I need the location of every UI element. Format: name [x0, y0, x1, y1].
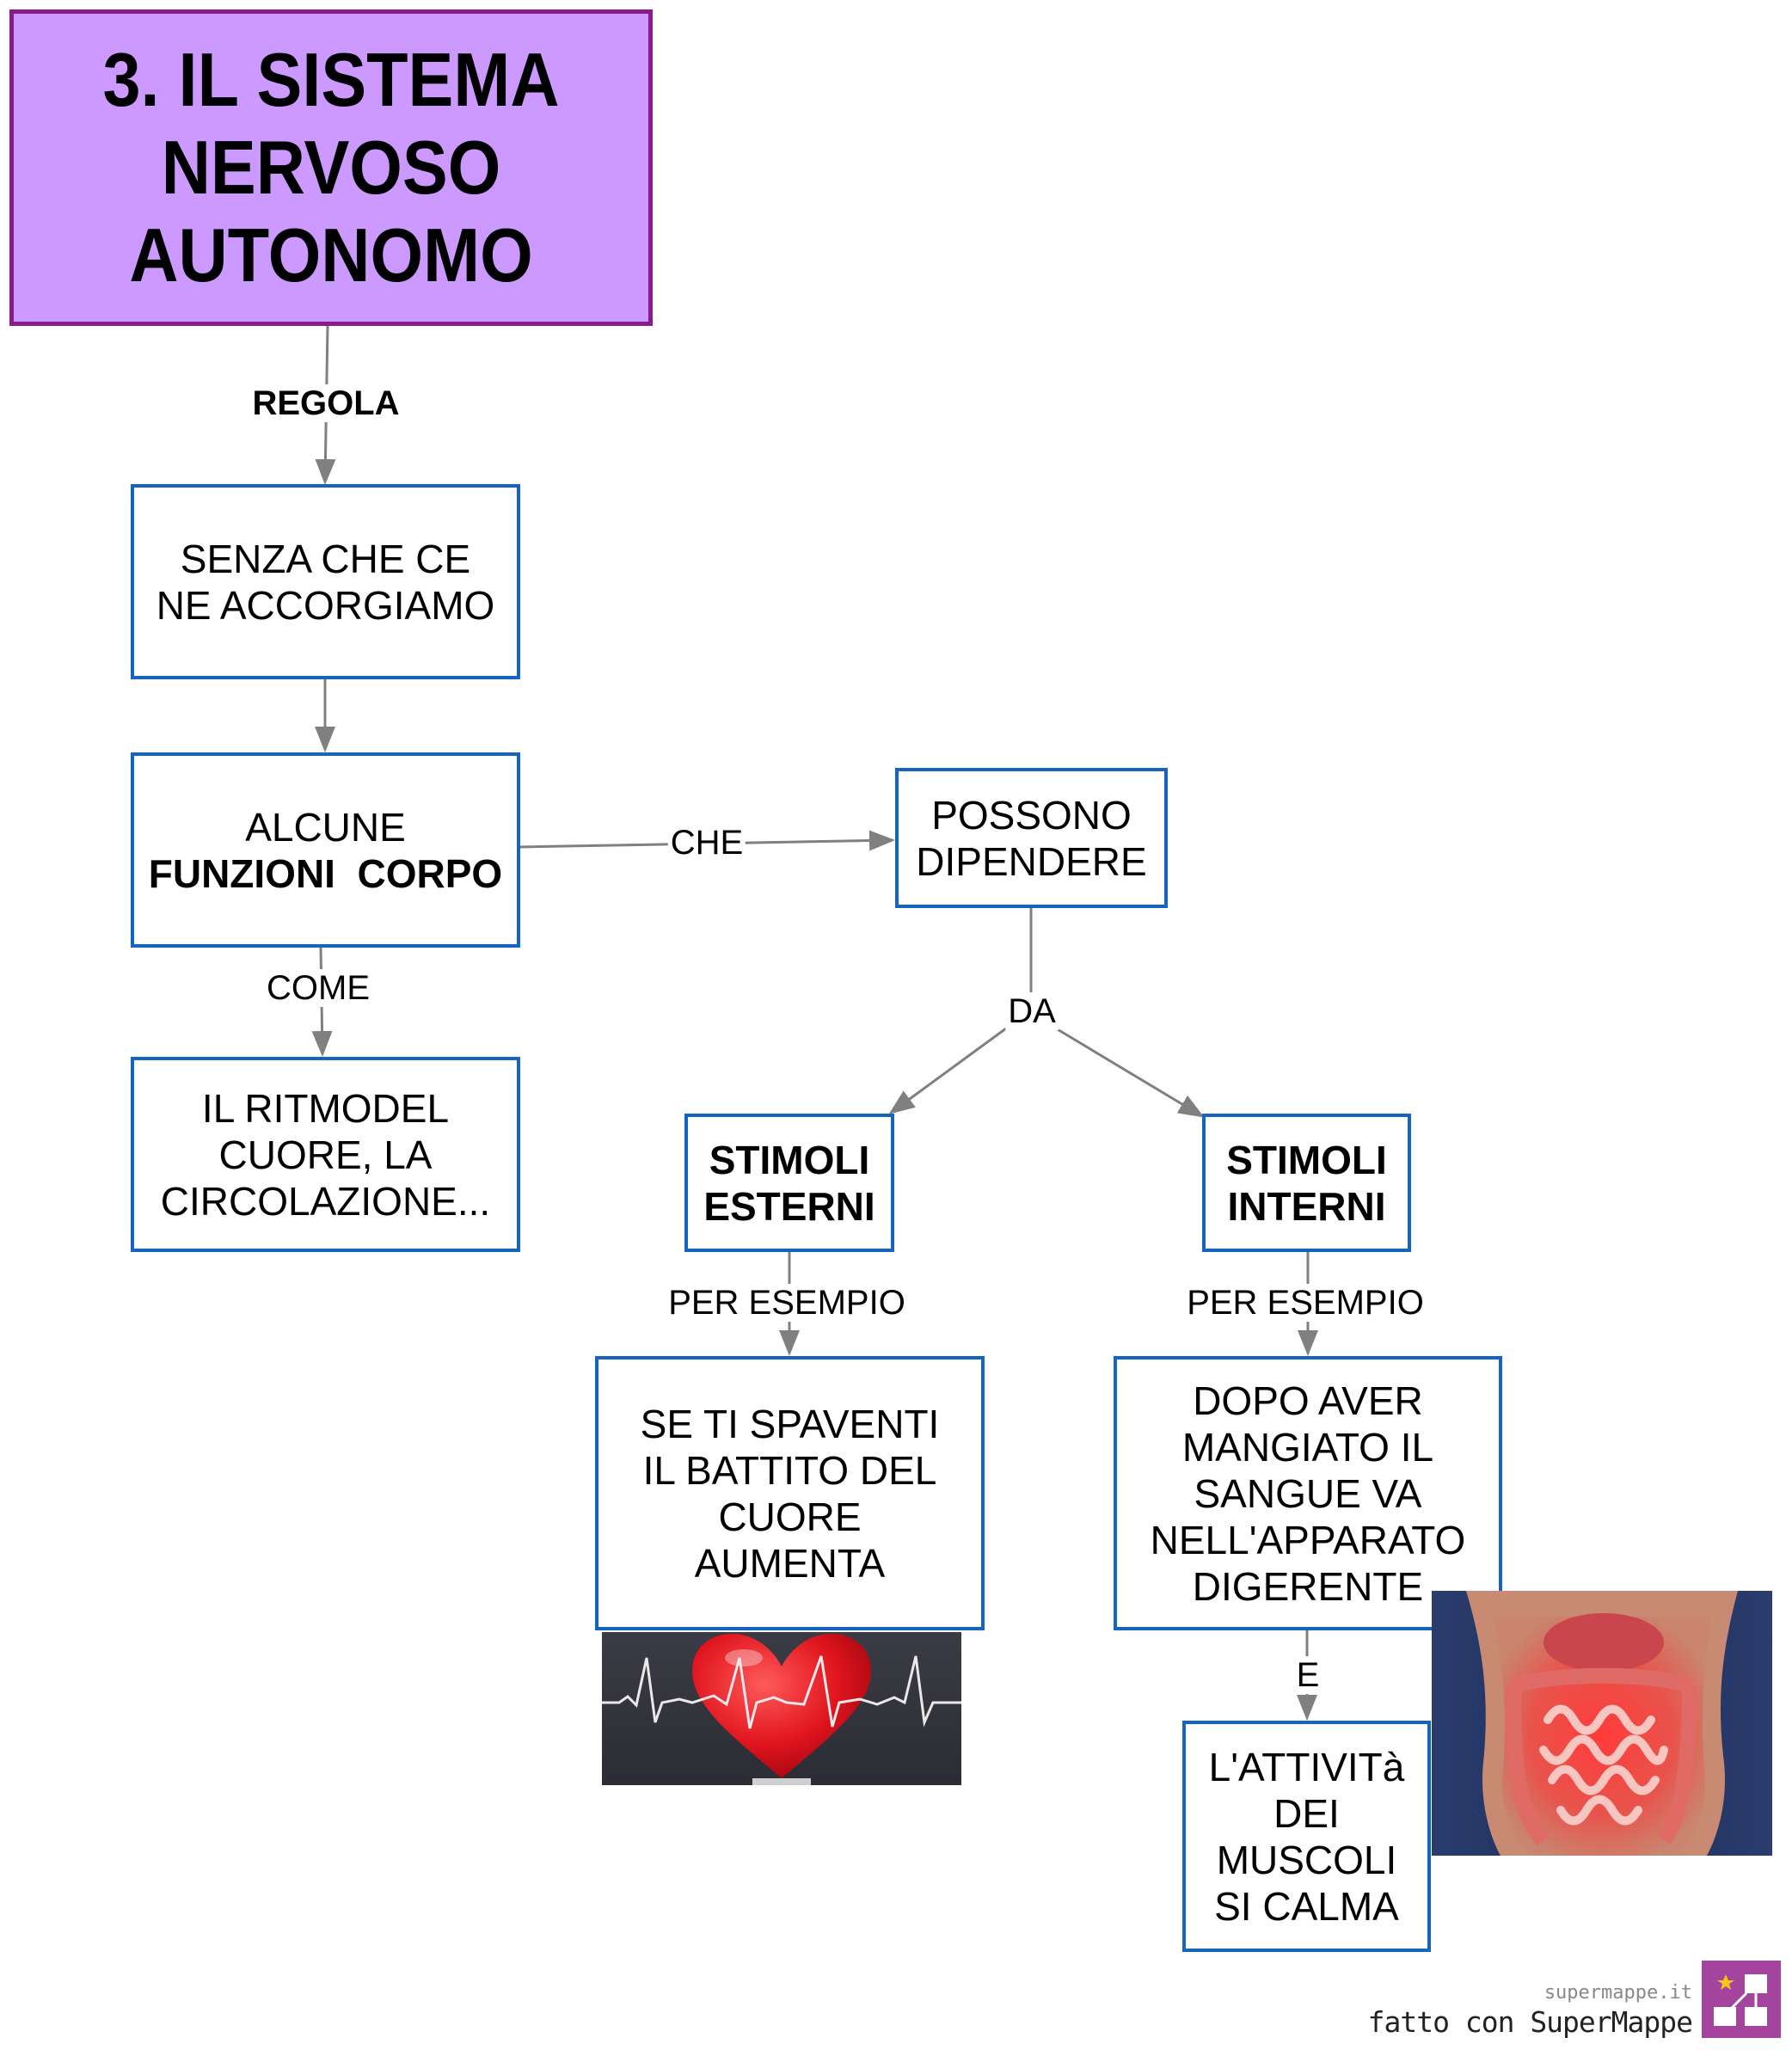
- connector-da-interni: [1055, 1027, 1205, 1118]
- link-label-da: DA: [1005, 992, 1059, 1030]
- node-text: DOPO AVER MANGIATO IL SANGUE VA NELL'APP…: [1150, 1378, 1466, 1609]
- node-text: STIMOLI ESTERNI: [703, 1137, 875, 1229]
- node-attivita-muscoli[interactable]: L'ATTIVITà DEI MUSCOLI SI CALMA: [1182, 1721, 1431, 1952]
- node-senza-che-ce-ne-accorgiamo[interactable]: SENZA CHE CE NE ACCORGIAMO: [131, 484, 520, 679]
- node-se-ti-spaventi[interactable]: SE TI SPAVENTI IL BATTITO DEL CUORE AUME…: [595, 1356, 985, 1630]
- supermappe-logo-icon[interactable]: [1702, 1961, 1781, 2038]
- intestine-icon: [1432, 1591, 1772, 1856]
- node-il-ritmo-del-cuore[interactable]: IL RITMODEL CUORE, LA CIRCOLAZIONE...: [131, 1057, 520, 1252]
- node-text: SE TI SPAVENTI IL BATTITO DEL CUORE AUME…: [640, 1401, 940, 1586]
- node-text: STIMOLI INTERNI: [1226, 1137, 1387, 1229]
- node-text: L'ATTIVITà DEI MUSCOLI SI CALMA: [1208, 1744, 1405, 1929]
- link-label-e: E: [1293, 1656, 1323, 1694]
- link-label-che: CHE: [667, 824, 746, 862]
- link-label-regola: REGOLA: [249, 384, 402, 422]
- node-alcune-funzioni-corpo[interactable]: ALCUNE FUNZIONI CORPO: [131, 752, 520, 948]
- brand-made-with: fatto con SuperMappe: [1367, 2005, 1693, 2039]
- node-text: SENZA CHE CE NE ACCORGIAMO: [156, 536, 495, 628]
- brand-site[interactable]: supermappe.it: [1543, 1982, 1692, 2004]
- title-text: 3. IL SISTEMA NERVOSO AUTONOMO: [102, 37, 560, 298]
- node-text: IL RITMODEL CUORE, LA CIRCOLAZIONE...: [160, 1085, 491, 1224]
- heart-icon: [602, 1632, 961, 1785]
- title-node[interactable]: 3. IL SISTEMA NERVOSO AUTONOMO: [9, 9, 653, 326]
- node-text-line1: ALCUNE: [245, 804, 406, 850]
- node-stimoli-interni[interactable]: STIMOLI INTERNI: [1202, 1114, 1411, 1252]
- node-stimoli-esterni[interactable]: STIMOLI ESTERNI: [684, 1114, 894, 1252]
- node-possono-dipendere[interactable]: POSSONO DIPENDERE: [895, 768, 1168, 908]
- node-text-line2: FUNZIONI CORPO: [148, 850, 503, 896]
- node-dopo-aver-mangiato[interactable]: DOPO AVER MANGIATO IL SANGUE VA NELL'APP…: [1114, 1356, 1502, 1630]
- heart-ecg-image: [602, 1632, 961, 1785]
- connector-da-esterni: [888, 1027, 1007, 1114]
- digestive-system-image: [1432, 1591, 1772, 1856]
- node-text: POSSONO DIPENDERE: [916, 792, 1147, 884]
- link-label-come: COME: [264, 969, 372, 1007]
- link-label-per-esempio-interni: PER ESEMPIO: [1184, 1284, 1427, 1322]
- link-label-per-esempio-esterni: PER ESEMPIO: [666, 1284, 908, 1322]
